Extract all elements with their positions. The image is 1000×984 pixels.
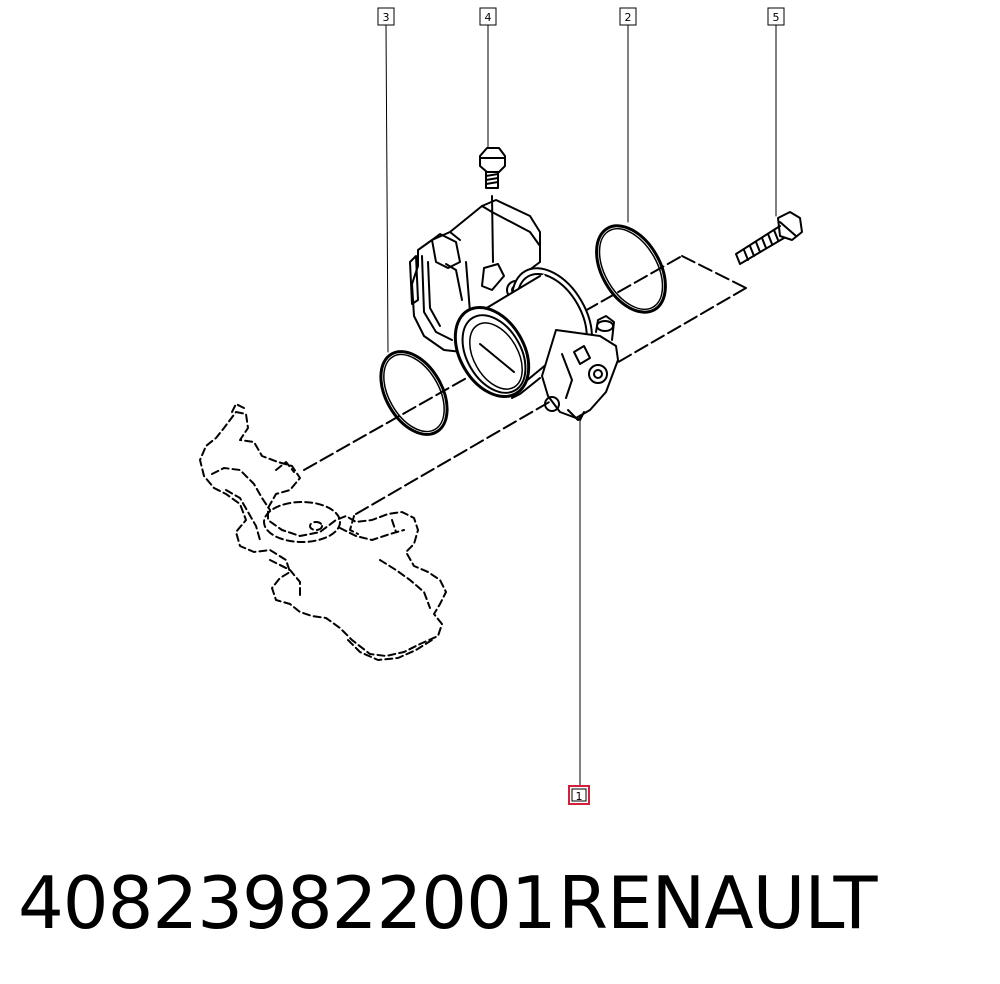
throttle-body (409, 195, 619, 421)
bolt-angled (735, 211, 803, 265)
exploded-parts-diagram: 3 4 2 5 1 (199, 7, 803, 805)
callout-1-highlighted[interactable]: 1 (568, 785, 590, 805)
o-ring-seal-left (379, 350, 449, 436)
callout-label: 2 (625, 11, 632, 24)
part-number: 408239822001 (18, 861, 557, 945)
callout-label: 5 (773, 11, 780, 24)
leader-lines (385, 24, 777, 787)
callout-label: 4 (485, 11, 492, 24)
callout-label: 3 (383, 11, 390, 24)
brand-name: RENAULT (558, 861, 878, 945)
callout-5: 5 (767, 7, 785, 26)
screw-vertical (479, 147, 506, 189)
o-ring-seal-right (595, 224, 667, 314)
callout-3: 3 (377, 7, 395, 26)
intake-manifold-phantom (199, 403, 447, 661)
callout-4: 4 (479, 7, 497, 26)
callout-label: 1 (576, 790, 583, 803)
callout-2: 2 (619, 7, 637, 26)
